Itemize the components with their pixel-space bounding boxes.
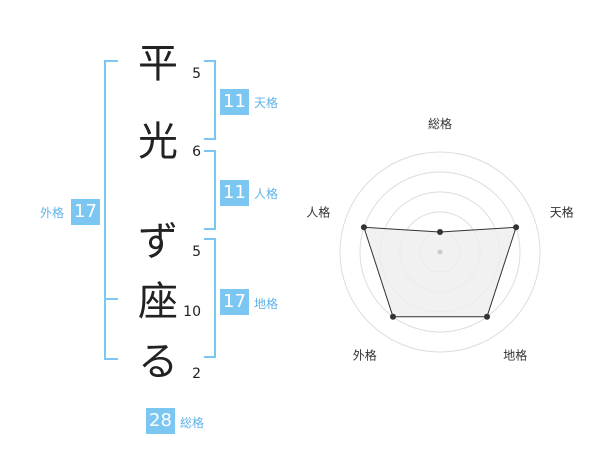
tenkaku-label: 天格 [254,96,279,110]
radar-center-point [437,249,443,255]
radar-point-1 [437,229,443,235]
gaikaku-badge: 17 [71,199,100,225]
tenkaku-bracket [204,60,216,140]
name-char-4: 座 [138,279,178,325]
radar-axis-label-5: 人格 [306,204,330,219]
chikaku-label: 地格 [254,297,279,311]
radar-point-3 [484,313,491,320]
name-char-3: ず [138,219,178,265]
stroke-count-2: 6 [192,144,201,160]
gaikaku-label: 外格 [40,206,65,220]
gaikaku-bracket-divider [104,298,118,300]
radar-series [360,224,520,320]
radar-axis-label-2: 天格 [550,204,574,219]
name-char-1: 平 [138,41,178,87]
chikaku-bracket [204,238,216,358]
name-char-5: る [138,339,178,385]
radar-axis-label-1: 総格 [428,116,452,131]
radar-series-polygon [363,226,517,318]
radar-ring-5 [339,151,541,353]
radar-axis-label-3: 地格 [503,348,527,363]
radar-point-4 [389,313,396,320]
stroke-count-5: 2 [192,366,201,382]
jinkaku-bracket [204,150,216,230]
jinkaku-badge: 11 [220,180,249,206]
chikaku-badge: 17 [220,289,249,315]
radar-point-5 [360,224,367,231]
radar-axis-label-4: 外格 [353,348,377,363]
radar-ring-4 [359,171,521,333]
soukaku-badge: 28 [146,408,175,434]
tenkaku-badge: 11 [220,89,249,115]
radar-point-2 [513,224,520,231]
stroke-count-3: 5 [192,244,201,260]
soukaku-label: 総格 [180,416,205,430]
stroke-count-4: 10 [183,304,201,320]
name-char-2: 光 [138,119,178,165]
stroke-count-1: 5 [192,66,201,82]
jinkaku-label: 人格 [254,187,279,201]
gaikaku-bracket [104,60,118,360]
